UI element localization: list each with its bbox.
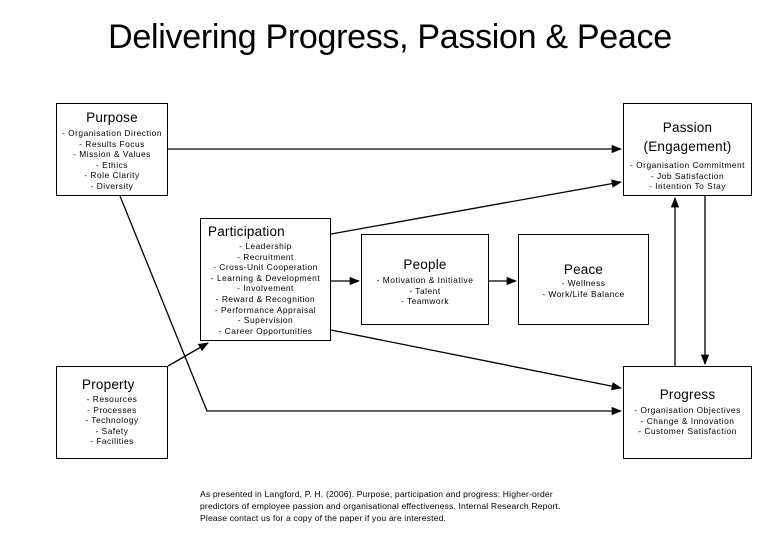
passion-item-list: - Organisation Commitment - Job Satisfac… <box>624 160 751 192</box>
diagram-title: Delivering Progress, Passion & Peace <box>108 18 672 56</box>
participation-item: - Reward & Recognition <box>215 293 316 304</box>
people-item-list: - Motivation & Initiative - Talent - Tea… <box>362 275 488 307</box>
arrow-participation-to-passion <box>330 179 623 235</box>
property-item: - Processes <box>87 404 137 415</box>
purpose-item: - Results Focus <box>79 138 145 149</box>
peace-item: - Wellness <box>561 278 606 288</box>
property-item-list: - Resources - Processes - Technology - S… <box>57 394 167 447</box>
progress-item: - Change & Innovation <box>640 415 735 426</box>
participation-item: - Supervision <box>237 315 294 326</box>
purpose-box: Purpose - Organisation Direction - Resul… <box>56 103 168 196</box>
purpose-item-list: - Organisation Direction - Results Focus… <box>57 128 167 192</box>
people-box: People - Motivation & Initiative - Talen… <box>361 234 489 325</box>
citation-line: predictors of employee passion and organ… <box>200 500 561 511</box>
progress-item: - Customer Satisfaction <box>638 426 737 437</box>
participation-box: Participation - Leadership - Recruitment… <box>200 218 331 341</box>
property-item: - Resources <box>86 394 138 404</box>
arrow-participation-to-progress <box>330 329 623 391</box>
people-item: - Motivation & Initiative <box>376 275 474 285</box>
purpose-item: - Role Clarity <box>84 170 140 181</box>
passion-heading: Passion (Engagement) <box>624 118 751 156</box>
progress-box: Progress - Organisation Objectives - Cha… <box>623 366 752 459</box>
property-item: - Facilities <box>90 436 134 447</box>
passion-heading-line: (Engagement) <box>643 139 732 154</box>
progress-heading: Progress <box>659 387 716 402</box>
peace-item-list: - Wellness - Work/Life Balance <box>519 278 648 299</box>
passion-heading-line: Passion <box>662 120 713 135</box>
participation-item: - Career Opportunities <box>218 325 313 336</box>
participation-item: - Learning & Development <box>210 272 321 283</box>
people-heading: People <box>403 257 447 272</box>
participation-item: - Recruitment <box>237 251 294 262</box>
participation-item: - Cross-Unit Cooperation <box>213 262 318 273</box>
peace-box: Peace - Wellness - Work/Life Balance <box>518 234 649 325</box>
passion-item: - Job Satisfaction <box>650 170 725 181</box>
arrow-purpose-to-progress <box>119 195 623 416</box>
participation-item-list: - Leadership - Recruitment - Cross-Unit … <box>201 241 330 336</box>
progress-item: - Organisation Objectives <box>634 405 741 415</box>
property-box: Property - Resources - Processes - Techn… <box>56 366 168 459</box>
participation-item: - Leadership <box>239 241 292 251</box>
passion-box: Passion (Engagement) - Organisation Comm… <box>623 103 752 196</box>
people-item: - Talent <box>409 285 441 296</box>
citation-note: As presented in Langford, P. H. (2006). … <box>200 489 620 524</box>
purpose-item: - Organisation Direction <box>62 128 162 138</box>
passion-item: - Organisation Commitment <box>630 160 745 170</box>
participation-item: - Involvement <box>237 283 294 294</box>
purpose-item: - Mission & Values <box>73 149 151 160</box>
peace-item: - Work/Life Balance <box>542 288 625 299</box>
purpose-item: - Ethics <box>96 159 128 170</box>
passion-item: - Intention To Stay <box>649 181 726 192</box>
property-item: - Safety <box>95 425 129 436</box>
purpose-item: - Diversity <box>90 180 134 191</box>
purpose-heading: Purpose <box>86 110 138 125</box>
citation-line: As presented in Langford, P. H. (2006). … <box>200 489 553 499</box>
progress-item-list: - Organisation Objectives - Change & Inn… <box>624 405 751 437</box>
participation-heading: Participation <box>208 224 285 239</box>
arrow-property-to-participation <box>167 342 209 367</box>
peace-heading: Peace <box>563 262 604 277</box>
property-heading: Property <box>82 377 135 392</box>
citation-line: Please contact us for a copy of the pape… <box>200 512 447 523</box>
participation-item: - Performance Appraisal <box>214 304 317 315</box>
property-item: - Technology <box>85 415 139 426</box>
people-item: - Teamwork <box>400 296 450 307</box>
